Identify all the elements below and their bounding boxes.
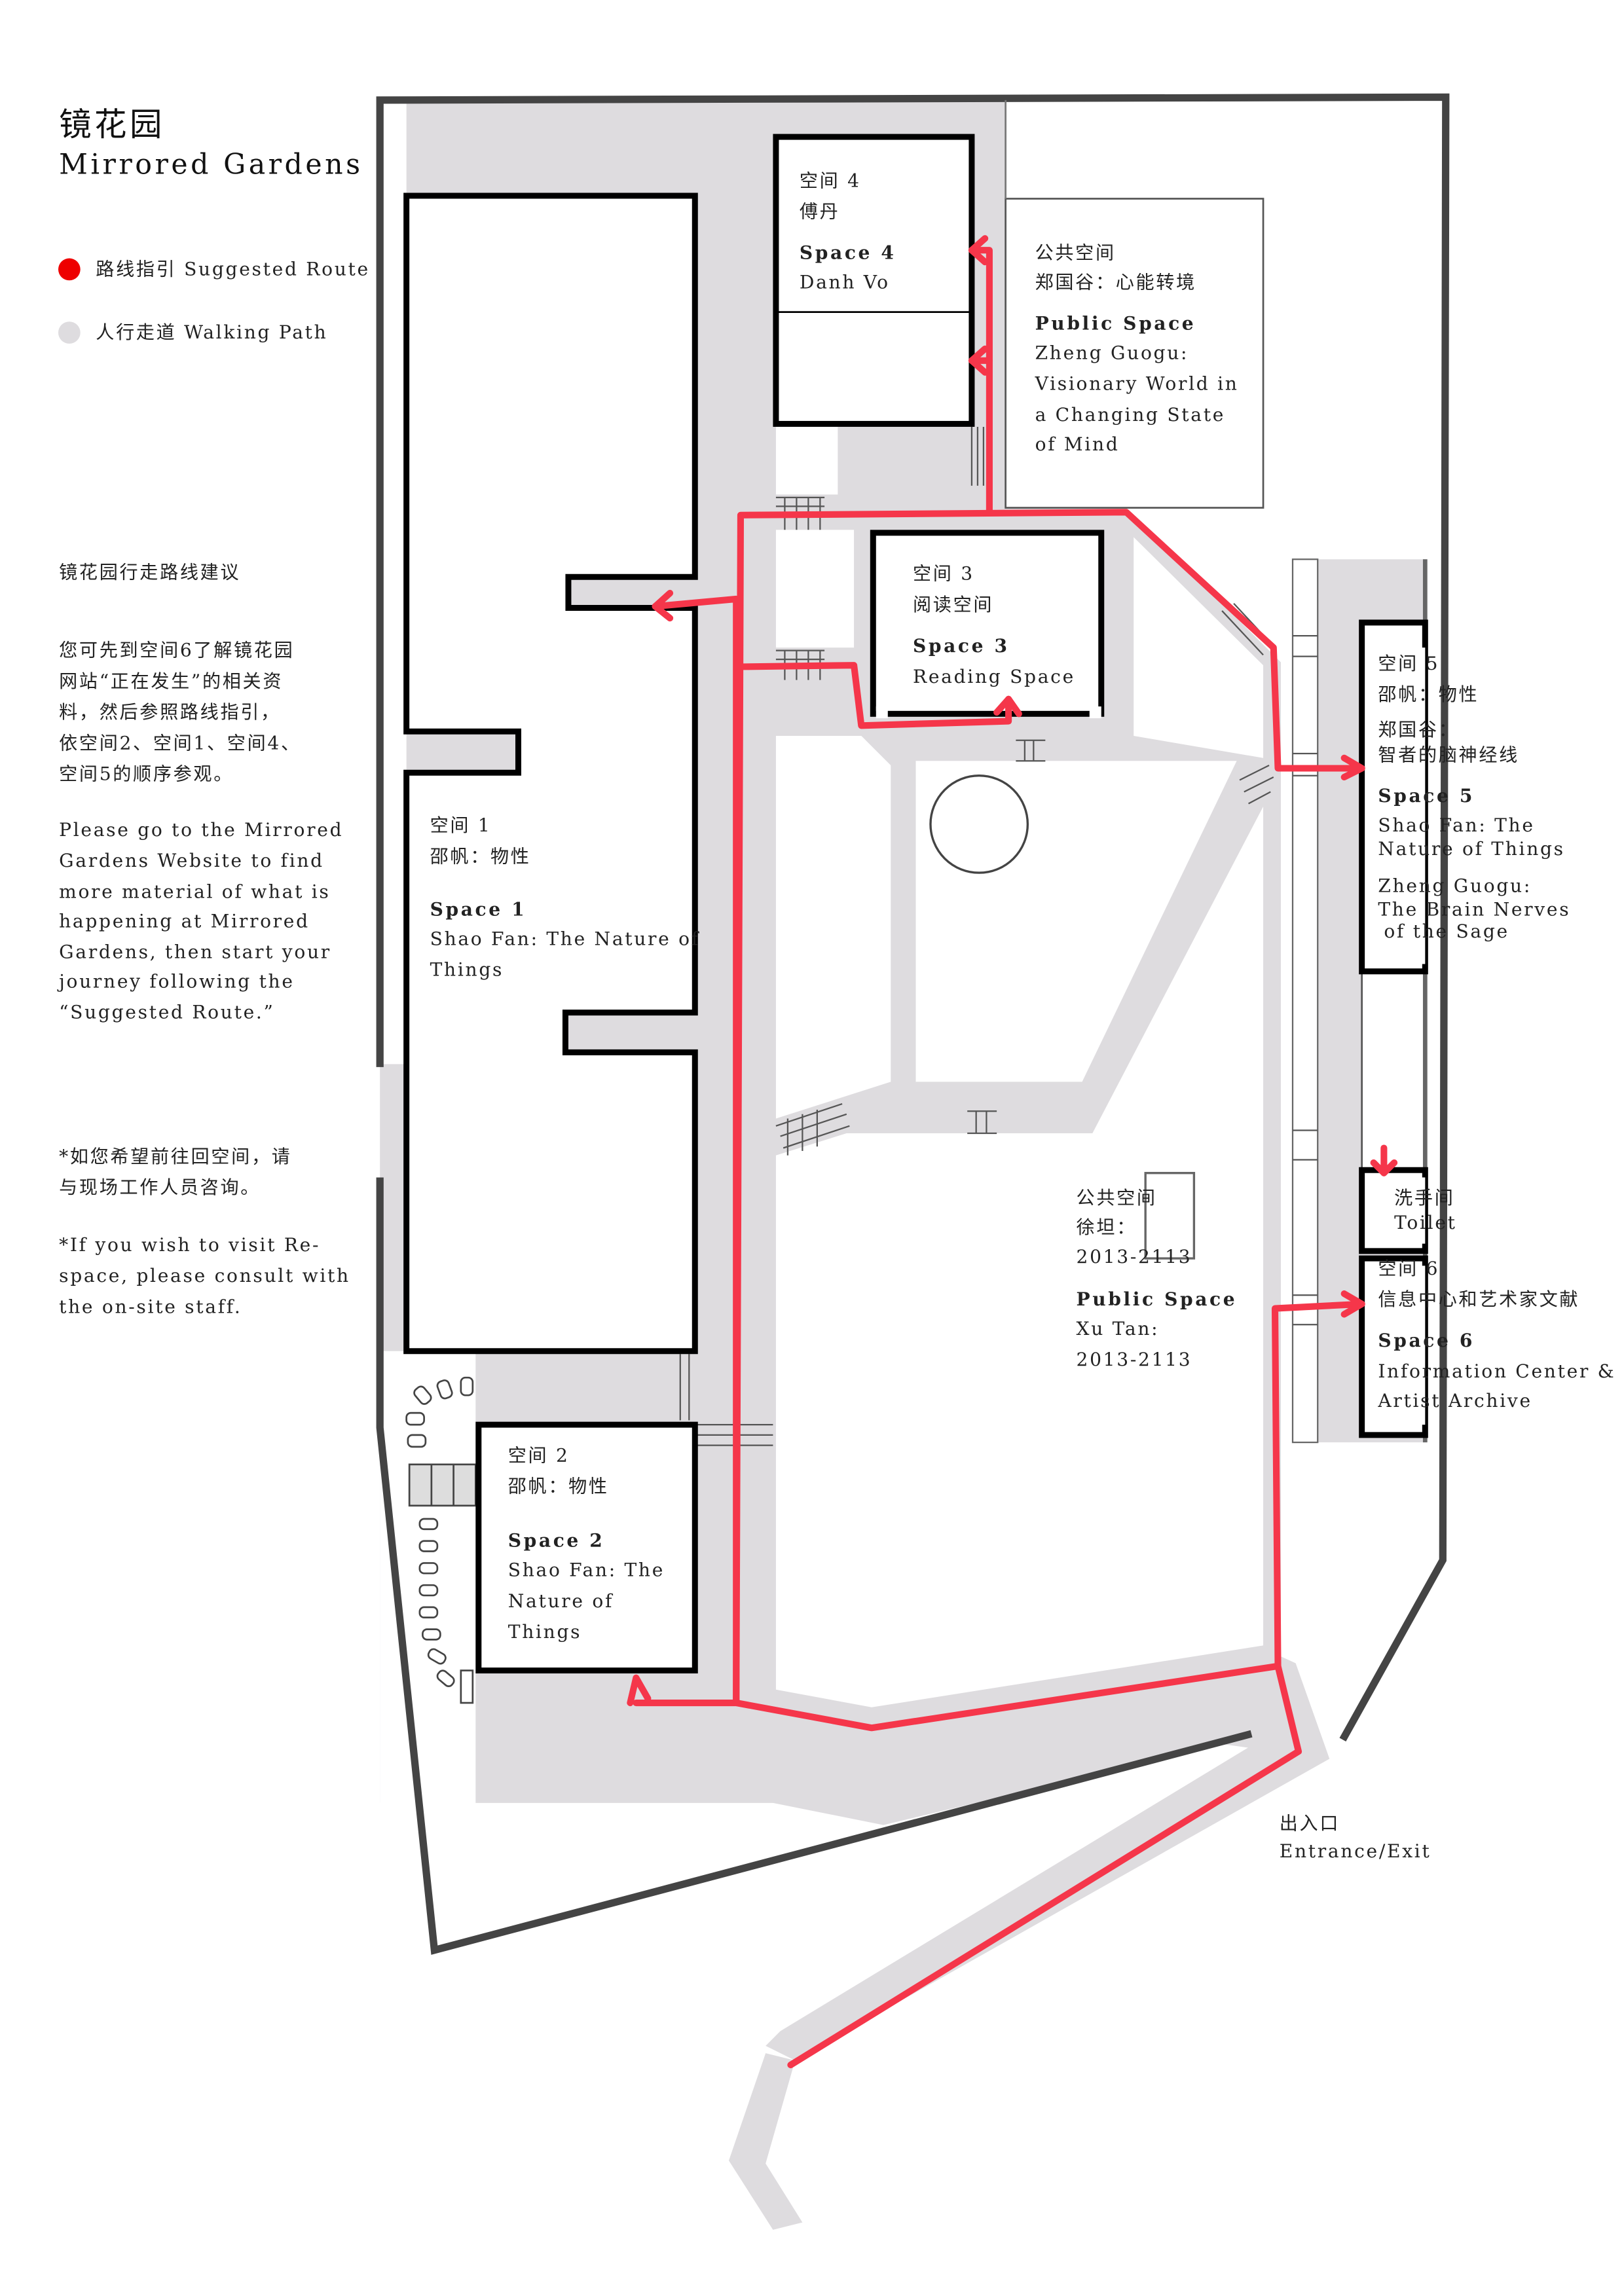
label-text: a Changing State (1035, 404, 1225, 426)
label-text: Shao Fan: The Nature of (430, 928, 700, 949)
round-feature (929, 774, 1029, 874)
label-text: 空间 2 (508, 1444, 570, 1466)
rooms (403, 134, 1428, 1674)
guide-en-line: more material of what is (59, 881, 330, 902)
label-entrance: 出入口 Entrance/Exit (1280, 1812, 1431, 1862)
label-text: Toilet (1394, 1212, 1457, 1233)
note-en-line: the on-site staff. (59, 1296, 242, 1317)
label-text: Space 6 (1378, 1330, 1475, 1351)
label-text: Entrance/Exit (1280, 1840, 1431, 1862)
label-text: of the Sage (1384, 920, 1509, 942)
label-text: Space 2 (508, 1530, 605, 1552)
guide-en-line: happening at Mirrored (59, 910, 310, 932)
label-text: 空间 1 (430, 814, 492, 836)
label-text: Space 3 (913, 635, 1010, 657)
label-text: of Mind (1035, 433, 1120, 455)
label-text: The Brain Nerves (1378, 898, 1570, 920)
room-space-4 (773, 134, 975, 427)
label-text: Xu Tan: (1077, 1318, 1160, 1339)
label-text: Things (430, 958, 504, 980)
label-text: Reading Space (913, 666, 1075, 687)
label-text: Danh Vo (800, 272, 890, 293)
label-text: 郑国谷： (1378, 719, 1458, 740)
label-text: Nature of Things (1378, 838, 1564, 860)
room-space-3 (870, 530, 1105, 717)
guide-zh-line: 空间5的顺序参观。 (59, 763, 234, 784)
label-text: Zheng Guogu: (1378, 875, 1532, 896)
label-text: Artist Archive (1377, 1390, 1532, 1412)
label-text: 空间 5 (1378, 653, 1439, 674)
label-text: Zheng Guogu: (1035, 342, 1189, 364)
label-text: 傅丹 (800, 201, 840, 223)
label-text: 信息中心和艺术家文献 (1378, 1288, 1579, 1310)
route-legend-icon (58, 258, 81, 281)
label-text: 公共空间 (1035, 242, 1116, 264)
label-text: Space 1 (430, 898, 527, 920)
label-text: 空间 3 (913, 563, 974, 585)
label-text: 智者的脑神经线 (1378, 744, 1519, 765)
label-text: Nature of (508, 1590, 614, 1612)
label-text: Public Space (1077, 1288, 1238, 1310)
label-text: 空间 6 (1378, 1258, 1439, 1279)
label-text: Space 5 (1378, 785, 1475, 807)
label-text: Visionary World in (1035, 373, 1239, 395)
label-text: Space 4 (800, 242, 896, 264)
label-space-1: 空间 1 邵帆：物性 Space 1 Shao Fan: The Nature … (430, 814, 700, 980)
label-text: Shao Fan: The (508, 1559, 665, 1581)
note-zh-line: *如您希望前往回空间，请 (59, 1146, 291, 1167)
label-text: 洗手间 (1394, 1187, 1454, 1209)
guide-en-line: “Suggested Route.” (59, 1002, 274, 1023)
label-text: 阅读空间 (913, 594, 993, 615)
label-toilet: 洗手间 Toilet (1394, 1187, 1457, 1233)
guide-zh-line: 料，然后参照路线指引， (59, 701, 281, 723)
guide-heading: 镜花园行走路线建议 (59, 561, 240, 583)
map-title-en: Mirrored Gardens (59, 148, 363, 181)
label-public-top: 公共空间 郑国谷：心能转境 Public Space Zheng Guogu: … (1035, 242, 1239, 455)
guide-en-line: Gardens, then start your (59, 941, 331, 962)
label-space-2: 空间 2 邵帆：物性 Space 2 Shao Fan: The Nature … (508, 1444, 665, 1643)
benches (405, 1376, 477, 1704)
label-text: 2013-2113 (1077, 1349, 1192, 1370)
map-title-zh: 镜花园 (59, 105, 165, 143)
legend-route: 路线指引 Suggested Route (96, 258, 370, 280)
guide-en-line: Please go to the Mirrored (59, 819, 343, 841)
label-text: 徐坦： (1077, 1216, 1137, 1238)
label-space-6: 空间 6 信息中心和艺术家文献 Space 6 Information Cent… (1377, 1258, 1615, 1412)
room-space-1 (403, 192, 698, 1355)
open-areas (380, 100, 1426, 1940)
guide-zh-line: 网站“正在发生”的相关资 (59, 670, 283, 692)
label-space-5: 空间 5 邵帆：物性 郑国谷： 智者的脑神经线 Space 5 Shao Fan… (1378, 653, 1570, 942)
label-text: 公共空间 (1077, 1187, 1157, 1209)
label-public-mid: 公共空间 徐坦： 2013-2113 Public Space Xu Tan: … (1077, 1187, 1238, 1370)
note-en-line: space, please consult with (59, 1265, 350, 1286)
label-space-4: 空间 4 傅丹 Space 4 Danh Vo (800, 170, 896, 293)
label-space-3: 空间 3 阅读空间 Space 3 Reading Space (913, 563, 1075, 687)
label-text: 邵帆：物性 (508, 1476, 609, 1497)
label-text: 2013-2113 (1077, 1246, 1192, 1267)
guide-zh-line: 依空间2、空间1、空间4、 (59, 732, 301, 754)
note-zh-line: 与现场工作人员咨询。 (59, 1176, 261, 1198)
label-text: 邵帆：物性 (1378, 683, 1479, 705)
guide-zh-line: 您可先到空间6了解镜花园 (59, 640, 294, 661)
path-legend-icon (58, 321, 81, 344)
label-text: Shao Fan: The (1378, 814, 1534, 836)
label-text: Information Center & (1378, 1360, 1615, 1382)
label-text: 郑国谷：心能转境 (1035, 272, 1196, 293)
route-guide: 镜花园行走路线建议 您可先到空间6了解镜花园 网站“正在发生”的相关资 料，然后… (57, 561, 350, 1317)
guide-en-line: journey following the (57, 970, 295, 992)
legend-path: 人行走道 Walking Path (96, 321, 327, 343)
guide-en-line: Gardens Website to find (59, 850, 324, 871)
room-space-2 (475, 1421, 698, 1674)
label-text: Things (508, 1621, 582, 1643)
note-en-line: *If you wish to visit Re- (59, 1234, 320, 1256)
suggested-route (627, 235, 1398, 2069)
label-text: 空间 4 (800, 170, 861, 192)
label-text: Public Space (1035, 313, 1196, 335)
label-text: 邵帆：物性 (430, 845, 531, 867)
label-text: 出入口 (1280, 1812, 1340, 1834)
